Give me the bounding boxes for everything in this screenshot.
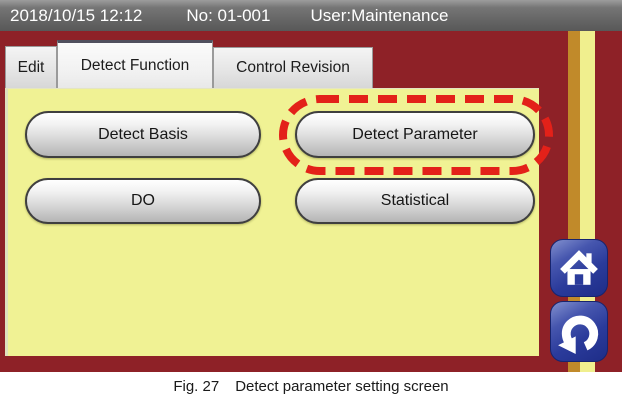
return-icon	[558, 315, 599, 354]
tab-edit-label: Edit	[17, 58, 45, 76]
home-icon	[560, 250, 598, 285]
home-button[interactable]	[550, 239, 608, 297]
datetime-text: 2018/10/15 12:12	[10, 5, 143, 25]
user-text: User:Maintenance	[310, 5, 449, 25]
statistical-button[interactable]: Statistical	[295, 178, 535, 224]
detect-parameter-button[interactable]: Detect Parameter	[295, 111, 535, 158]
figure-caption: Fig. 27 Detect parameter setting screen	[0, 372, 622, 401]
detect-basis-button[interactable]: Detect Basis	[25, 111, 261, 158]
return-button[interactable]	[550, 301, 608, 362]
status-bar: 2018/10/15 12:12 No: 01-001 User:Mainten…	[0, 0, 622, 31]
tab-edit[interactable]: Edit	[5, 46, 57, 88]
tab-control-revision[interactable]: Control Revision	[213, 47, 373, 88]
tab-detect-function[interactable]: Detect Function	[57, 40, 213, 88]
device-number-text: No: 01-001	[186, 5, 271, 25]
do-button[interactable]: DO	[25, 178, 261, 224]
tab-detect-function-label: Detect Function	[80, 56, 190, 74]
tab-control-revision-label: Control Revision	[236, 59, 350, 76]
detect-function-panel: Detect Basis Detect Parameter DO Statist…	[5, 88, 553, 356]
figure-number: Fig. 27	[173, 378, 220, 395]
device-screen: 2018/10/15 12:12 No: 01-001 User:Mainten…	[0, 0, 622, 372]
statistical-label: Statistical	[380, 192, 450, 209]
do-label: DO	[131, 192, 155, 209]
detect-basis-label: Detect Basis	[98, 125, 188, 143]
figure-title: Detect parameter setting screen	[235, 378, 449, 395]
detect-parameter-label: Detect Parameter	[352, 125, 478, 143]
